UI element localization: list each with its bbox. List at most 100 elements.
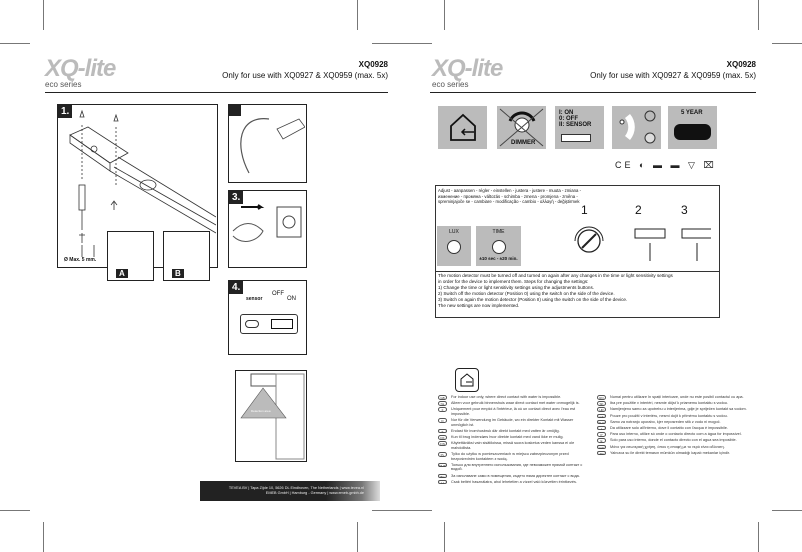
language-warning: GB For indoor use only, where direct cont… <box>438 395 588 400</box>
lux-dial-icon <box>447 240 461 254</box>
warning-text: Para uso interno, utilize só onde o cont… <box>610 432 742 437</box>
language-warning: HR Namijenjeno samo za upotrebu u interij… <box>597 407 747 412</box>
time-control: TIME ±10 sec - ±20 min. <box>476 226 521 266</box>
crop-mark <box>402 510 432 511</box>
crop-mark <box>444 522 445 552</box>
logo-subtitle: eco series <box>432 80 469 89</box>
crop-mark <box>402 43 432 44</box>
warning-text: Solo para uso interno, donde el contacto… <box>610 438 737 443</box>
switch-off-label: OFF <box>272 291 284 297</box>
language-code: F <box>438 407 447 412</box>
max-drill-size: Ø Max. 5 mm. <box>64 257 97 263</box>
warning-text: Namijenjeno samo za upotrebu u interijer… <box>610 407 747 412</box>
header-rule <box>45 92 388 93</box>
adjust-translations: Adjust - aanpassen - régler - einstellen… <box>438 188 582 205</box>
time-label: TIME <box>492 229 505 235</box>
language-code: RUS <box>438 462 447 468</box>
language-code: HR <box>597 407 606 412</box>
language-code: SLO <box>597 419 606 425</box>
step-4-illustration: 4. OFF sensor ON <box>228 280 307 355</box>
warning-text: За използване само в помещения, където н… <box>451 473 580 478</box>
time-range: ±10 sec - ±20 min. <box>479 256 518 261</box>
model-number: XQ0928 <box>726 60 756 69</box>
language-warnings-left: GB For indoor use only, where direct cont… <box>438 395 588 486</box>
detail-a: A <box>107 231 154 281</box>
language-code: P <box>597 432 606 437</box>
language-code: SK <box>597 401 606 406</box>
language-warning: SLO Samo za notranjo uporabo, kjer neposr… <box>597 419 747 425</box>
warning-text: Только для внутреннего использования, гд… <box>451 462 583 472</box>
notice-line: 1) Change the time or light sensitivity … <box>438 285 595 290</box>
indoor-use-icon <box>438 106 487 149</box>
step-2-number: 2 <box>635 203 642 217</box>
language-warning: P Para uso interno, utilize só onde o con… <box>597 432 747 437</box>
warning-text: For indoor use only, where direct contac… <box>451 395 562 399</box>
language-warning: D Nur für die Verwendung im Gebäude, wo e… <box>438 418 588 427</box>
step-3-illustration: 3. <box>228 190 307 268</box>
cable-connection-diagram <box>240 118 305 174</box>
language-code: GR <box>597 444 606 450</box>
language-code: D <box>438 418 447 423</box>
warning-text: Käytettäväksi vain sisätiloissa, missä s… <box>451 441 575 450</box>
crop-mark <box>372 510 402 511</box>
language-code: S <box>438 428 447 434</box>
mode-sensor: II: SENSOR <box>559 122 592 128</box>
step-number: 1. <box>58 105 73 118</box>
model-number: XQ0928 <box>358 60 388 69</box>
language-code: TR <box>597 450 606 456</box>
language-warning: PL Tylko do użytku w pomieszczeniach w mi… <box>438 452 588 461</box>
warning-text: Tylko do użytku w pomieszczeniach w miej… <box>451 452 569 461</box>
three-way-switch <box>271 319 293 329</box>
crop-mark <box>0 43 30 44</box>
time-dial-icon <box>491 240 506 254</box>
crop-mark <box>772 510 802 511</box>
language-code: BG <box>438 473 447 479</box>
lux-control: LUX <box>437 226 471 266</box>
switch-on-label: ON <box>287 296 296 302</box>
mode-on: I: ON <box>559 110 574 116</box>
step-number: 3. <box>229 191 244 204</box>
settings-notice: The motion detector must be turned off a… <box>438 273 718 309</box>
language-code: H <box>438 479 447 485</box>
brand-logo: XQ-lite <box>45 55 116 82</box>
logo-subtitle: eco series <box>45 80 82 89</box>
language-code: RO <box>597 395 606 400</box>
warning-text: Nur für die Verwendung im Gebäude, wo ei… <box>451 418 574 427</box>
detection-area-label: Detection area <box>251 409 271 413</box>
language-code: PL <box>438 452 447 457</box>
adjust-settings-panel: Adjust - aanpassen - régler - einstellen… <box>435 185 720 318</box>
notice-line: The new settings are now implemented. <box>438 303 520 308</box>
notice-line: 3) Switch on again the motion detector (… <box>438 297 628 302</box>
company-footer: TEVEA BV | Tapa Zijde 10, 5626 DL Eindho… <box>200 481 380 501</box>
language-warning: S Endast för inomhusbruk där direkt konta… <box>438 428 588 434</box>
language-warning: BG За използване само в помещения, където… <box>438 473 588 479</box>
warning-text: Alleen voor gebruik binnenshuis waar dir… <box>451 401 580 406</box>
certification-marks-icon: CE ◐ ▬ ▬ ▽ ⌧ <box>615 160 717 170</box>
footer-line: EMEB GmbH | Hamburg - Germany | www.emeb… <box>265 491 364 495</box>
step-2-illustration <box>228 104 307 183</box>
switch-sensor-label: sensor <box>246 296 263 302</box>
detail-b-label: B <box>172 269 184 278</box>
detail-b: B <box>163 231 210 281</box>
language-code: CZ <box>597 413 606 419</box>
warning-text: Csak beltéri használatra, ahol lehetetle… <box>451 479 577 484</box>
motion-sensor-icon <box>612 106 661 149</box>
crop-mark <box>43 522 44 552</box>
warning-text: Samo za notranjo uporabo, kjer neposrede… <box>610 419 721 424</box>
language-code: GB <box>438 395 447 400</box>
adjustment-steps-diagram <box>574 226 711 261</box>
notice-line: The motion detector must be turned off a… <box>438 273 673 278</box>
warning-text: Endast för inomhusbruk där direkt kontak… <box>451 428 560 433</box>
language-code: DK <box>438 435 447 440</box>
handshake-icon <box>674 124 711 140</box>
footer-line: TEVEA BV | Tapa Zijde 10, 5626 DL Eindho… <box>228 486 364 490</box>
sensor-switch-housing <box>240 314 298 334</box>
step-number: 4. <box>229 281 244 294</box>
crop-mark <box>357 0 358 30</box>
